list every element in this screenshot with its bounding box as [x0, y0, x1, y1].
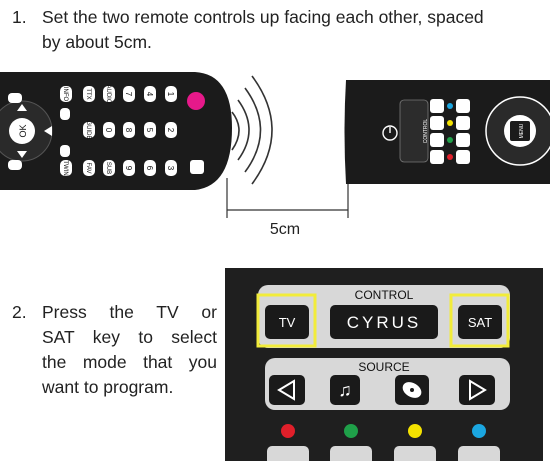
triangle-right-icon [469, 379, 487, 401]
svg-text:TTX: TTX [85, 88, 91, 99]
music-note-icon: ♫ [338, 380, 352, 400]
source-next-button[interactable] [459, 375, 495, 405]
triangle-left-icon [277, 379, 295, 401]
left-remote: OK IN [0, 72, 232, 190]
source-disc-button[interactable] [395, 375, 429, 405]
ok-key-label: OK [18, 124, 28, 137]
step-2-line-1: Press the TV or [42, 302, 217, 322]
yellow-key-dot [408, 424, 422, 438]
svg-text:6: 6 [145, 166, 154, 171]
lower-key-row[interactable] [267, 446, 500, 461]
left-remote-keypad [60, 86, 177, 176]
svg-text:AUDIO: AUDIO [105, 84, 111, 103]
svg-text:GUIDE: GUIDE [85, 120, 91, 139]
step-2-line-3: the mode that you [42, 352, 217, 372]
signal-waves-icon [231, 75, 273, 185]
svg-text:7: 7 [124, 92, 133, 97]
distance-label: 5cm [270, 221, 300, 238]
tv-button-label: TV [279, 315, 296, 330]
svg-text:0: 0 [104, 128, 113, 133]
tv-highlight-frame [256, 293, 317, 348]
sat-button[interactable]: SAT [458, 305, 502, 339]
source-label: SOURCE [358, 360, 409, 374]
control-side-label: CONTROL [423, 119, 429, 144]
right-remote: MENU CONTROL [344, 80, 550, 184]
svg-text:1: 1 [166, 92, 175, 97]
sat-button-label: SAT [468, 315, 492, 330]
step-1-line-1: Set the two remote controls up facing ea… [42, 7, 484, 27]
svg-text:SUB: SUB [105, 162, 111, 174]
svg-text:TWIN: TWIN [62, 160, 68, 175]
blue-key-dot [472, 424, 486, 438]
svg-text:5: 5 [145, 128, 154, 133]
distance-marker [226, 178, 349, 218]
control-label: CONTROL [355, 288, 414, 302]
remote-control-panel: CONTROL TV CYRUS SAT SOURCE ♫ [225, 268, 543, 461]
svg-text:4: 4 [145, 92, 154, 97]
svg-text:3: 3 [166, 166, 175, 171]
step-1-instruction: 1. Set the two remote controls up facing … [12, 5, 547, 55]
step-2-instruction: 2. Press the TV or SAT key to select the … [12, 300, 217, 400]
menu-key-label: MENU [519, 123, 525, 138]
svg-text:INFO: INFO [62, 87, 68, 102]
colour-key-row [281, 424, 486, 438]
red-key-dot [281, 424, 295, 438]
source-previous-button[interactable] [269, 375, 305, 405]
step-2-number: 2. [12, 302, 27, 322]
svg-text:2: 2 [166, 128, 175, 133]
svg-text:8: 8 [124, 128, 133, 133]
sat-highlight-frame [449, 293, 510, 348]
step-1-number: 1. [12, 7, 27, 27]
cyrus-button-label: CYRUS [347, 313, 422, 332]
svg-text:9: 9 [124, 166, 133, 171]
green-key-dot [344, 424, 358, 438]
source-music-button[interactable]: ♫ [330, 375, 360, 405]
source-section [265, 358, 510, 410]
step-2-line-4: want to program. [42, 377, 174, 397]
tv-button[interactable]: TV [265, 305, 309, 339]
svg-text:FAV: FAV [85, 163, 91, 174]
step-1-line-2: by about 5cm. [42, 32, 152, 52]
cyrus-button[interactable]: CYRUS [330, 305, 438, 339]
remotes-facing-illustration: OK IN [0, 72, 550, 238]
step-2-line-2: SAT key to select [42, 327, 217, 347]
